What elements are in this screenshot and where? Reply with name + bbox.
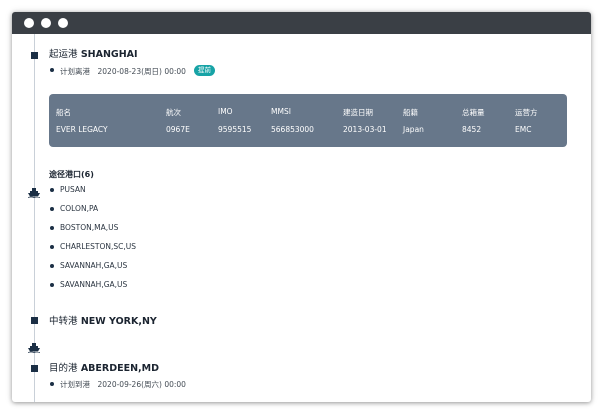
bullet-icon: [50, 207, 54, 211]
origin-heading: 起运港 SHANGHAI: [49, 46, 138, 60]
vessel-header-imo: IMO: [218, 107, 233, 116]
transit-port: NEW YORK,NY: [80, 316, 157, 327]
vessel-header-mmsi: MMSI: [271, 107, 291, 116]
bullet-icon: [50, 226, 54, 230]
early-badge: 提前: [194, 65, 215, 76]
vessel-header-built: 建造日期: [343, 108, 373, 117]
destination-port: ABERDEEN,MD: [80, 363, 159, 374]
window-dot-icon[interactable]: [58, 18, 68, 28]
bullet-icon: [50, 68, 54, 72]
via-port-item: BOSTON,MA,US: [60, 223, 119, 232]
vessel-header-teu: 总箱量: [462, 108, 485, 117]
vessel-flag: Japan: [403, 125, 424, 134]
stop-marker-icon: [31, 317, 38, 324]
ship-icon: [28, 188, 40, 198]
destination-arrival: 计划到港 2020-09-26(周六) 00:00: [60, 380, 186, 389]
origin-departure: 计划离港 2020-08-23(周日) 00:00: [60, 67, 186, 76]
via-port-item: COLON,PA: [60, 204, 99, 213]
bullet-icon: [50, 188, 54, 192]
bullet-icon: [50, 264, 54, 268]
tracking-window: 起运港 SHANGHAI 计划离港 2020-08-23(周日) 00:00 提…: [12, 12, 591, 402]
vessel-voyage: 0967E: [166, 125, 190, 134]
via-port-item: PUSAN: [60, 185, 86, 194]
vessel-header-operator: 运营方: [515, 108, 538, 117]
bullet-icon: [50, 283, 54, 287]
vessel-imo: 9595515: [218, 125, 252, 134]
timeline-rail: [34, 34, 35, 402]
via-port-item: CHARLESTON,SC,US: [60, 242, 137, 251]
window-titlebar: [12, 12, 591, 34]
vessel-teu: 8452: [462, 125, 482, 134]
window-dot-icon[interactable]: [41, 18, 51, 28]
origin-port: SHANGHAI: [80, 49, 138, 60]
via-port-item: SAVANNAH,GA,US: [60, 280, 128, 289]
via-ports-title: 途径港口(6): [49, 170, 94, 179]
via-port-item: SAVANNAH,GA,US: [60, 261, 128, 270]
vessel-operator: EMC: [515, 125, 532, 134]
destination-heading: 目的港 ABERDEEN,MD: [49, 360, 159, 374]
destination-label: 目的港: [49, 363, 78, 374]
transit-heading: 中转港 NEW YORK,NY: [49, 313, 157, 327]
stop-marker-icon: [31, 365, 38, 372]
transit-label: 中转港: [49, 316, 78, 327]
vessel-header-voyage: 航次: [166, 108, 181, 117]
bullet-icon: [50, 245, 54, 249]
bullet-icon: [50, 382, 54, 386]
stop-marker-icon: [31, 52, 38, 59]
vessel-built: 2013-03-01: [343, 125, 387, 134]
window-dot-icon[interactable]: [24, 18, 34, 28]
ship-icon: [28, 343, 40, 353]
vessel-header-name: 船名: [56, 108, 71, 117]
vessel-header-flag: 船籍: [403, 108, 418, 117]
vessel-mmsi: 566853000: [271, 125, 314, 134]
origin-label: 起运港: [49, 49, 78, 60]
vessel-name: EVER LEGACY: [56, 125, 108, 134]
vessel-info-panel: 船名 航次 IMO MMSI 建造日期 船籍 总箱量 运营方 EVER LEGA…: [49, 94, 567, 147]
